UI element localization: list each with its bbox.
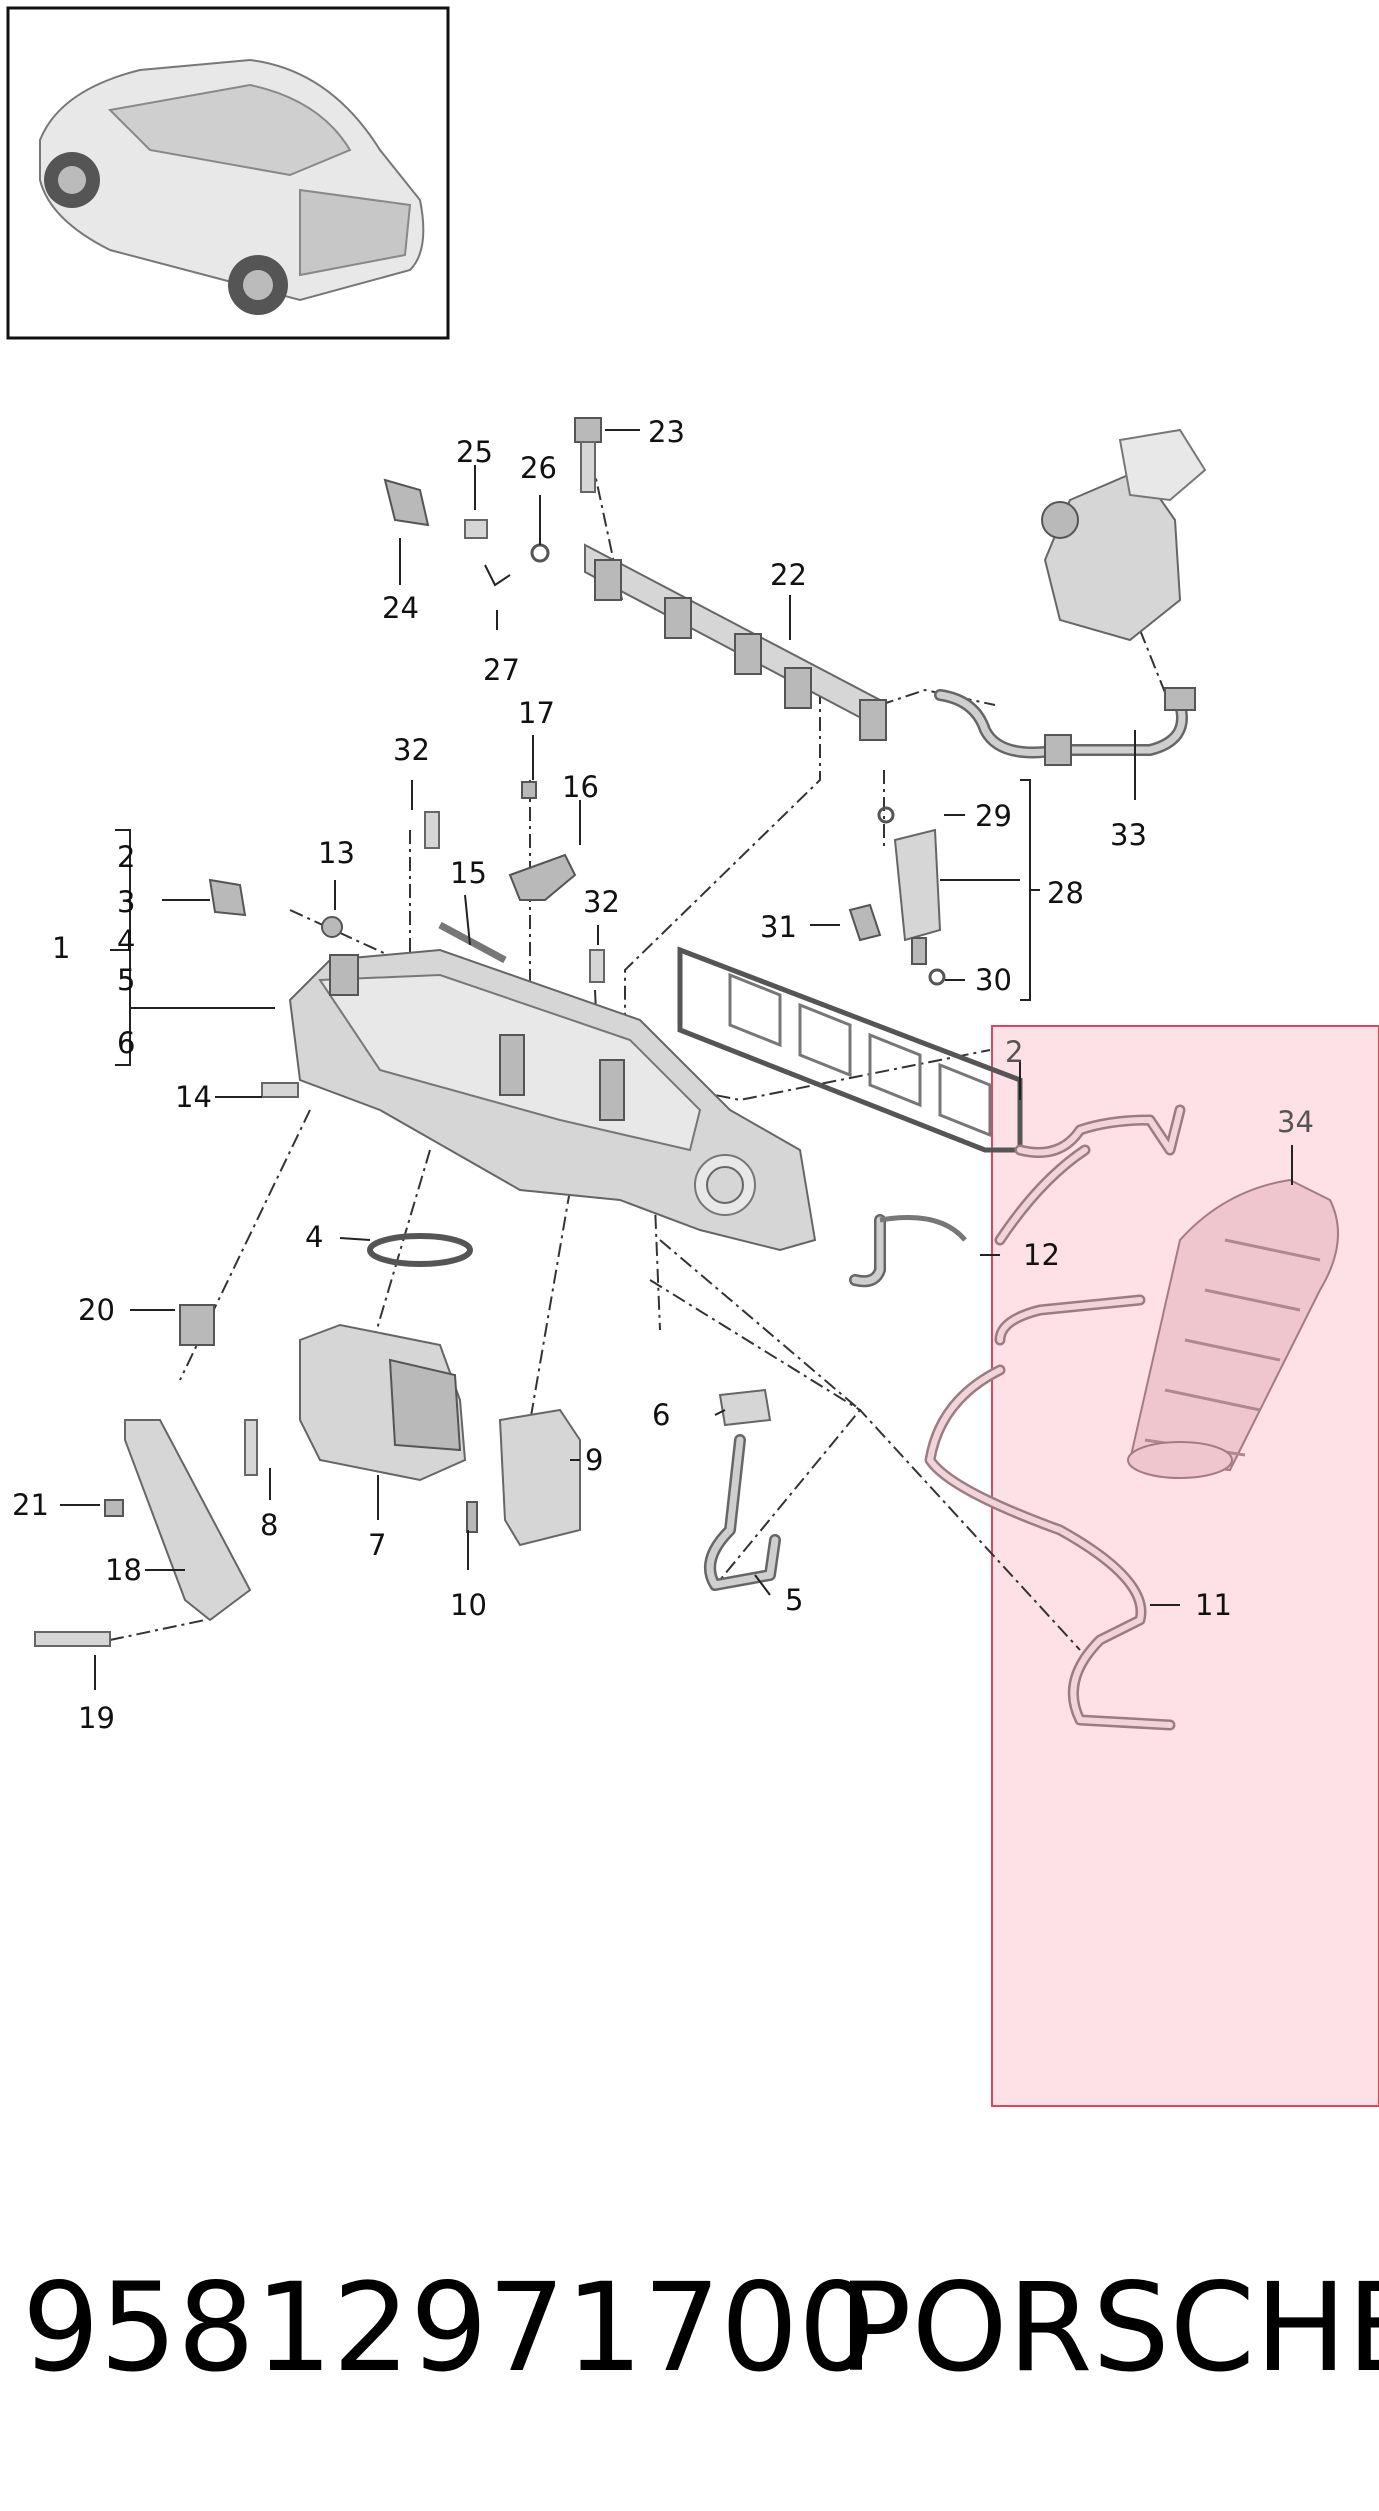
- callout-32-mid: 32: [583, 885, 620, 919]
- callout-17: 17: [518, 696, 555, 730]
- callout-1: 1: [52, 931, 70, 965]
- callout-12: 12: [1023, 1238, 1060, 1272]
- callout-22: 22: [770, 558, 807, 592]
- pressure-sensor: [383, 478, 550, 587]
- callout-11: 11: [1195, 1588, 1232, 1622]
- callout-25: 25: [456, 435, 493, 469]
- callout-31: 31: [760, 910, 797, 944]
- callout-5-hose: 5: [785, 1583, 803, 1617]
- callout-28: 28: [1047, 876, 1084, 910]
- callout-13: 13: [318, 836, 355, 870]
- throttle-seal: [367, 1233, 473, 1267]
- injector: [848, 806, 946, 986]
- intake-manifold: [288, 948, 817, 1252]
- valve-6: [704, 1388, 781, 1591]
- intake-hose-34: [1127, 1178, 1339, 1479]
- callout-7: 7: [368, 1528, 386, 1562]
- callout-9: 9: [585, 1443, 603, 1477]
- callout-14: 14: [175, 1080, 212, 1114]
- callout-24: 24: [382, 591, 419, 625]
- bolt-23: [574, 417, 602, 493]
- callout-30: 30: [975, 963, 1012, 997]
- callout-34: 34: [1277, 1105, 1314, 1139]
- highlight-region: [991, 1025, 1379, 2107]
- callout-6-valve: 6: [652, 1398, 670, 1432]
- brand-name: PORSCHE: [838, 2257, 1379, 2399]
- part-number: 95812971700: [22, 2257, 876, 2399]
- breather-hoses: [924, 1104, 1186, 1731]
- callout-20: 20: [78, 1293, 115, 1327]
- callout-23: 23: [648, 415, 685, 449]
- callout-3: 3: [117, 885, 135, 919]
- vehicle-thumbnail: [6, 6, 450, 340]
- callout-19: 19: [78, 1701, 115, 1735]
- callout-18: 18: [105, 1553, 142, 1587]
- callout-4-seal: 4: [305, 1220, 323, 1254]
- callout-32-top: 32: [393, 733, 430, 767]
- leader-lines: [60, 429, 1293, 1690]
- manifold-small-parts: [208, 781, 605, 1098]
- callout-8: 8: [260, 1508, 278, 1542]
- fuel-rail: [584, 543, 887, 741]
- callout-26: 26: [520, 451, 557, 485]
- callout-2: 2: [117, 840, 135, 874]
- car-illustration: [39, 58, 425, 315]
- high-pressure-pump: [1041, 428, 1207, 642]
- bracket-9: [466, 1408, 581, 1547]
- support-bracket: [34, 1304, 252, 1647]
- callout-2-hose: 2: [1005, 1035, 1023, 1069]
- fuel-line: [934, 687, 1196, 766]
- intake-gasket: [677, 946, 1023, 1153]
- callout-5: 5: [117, 963, 135, 997]
- callouts: 1 2 3 4 5 6 2 4 5 6 7 8 9 10 11 12 13 14…: [12, 415, 1314, 1735]
- throttle-body: [244, 1323, 467, 1482]
- callout-15: 15: [450, 856, 487, 890]
- callout-6: 6: [117, 1026, 135, 1060]
- callout-27: 27: [483, 653, 520, 687]
- callout-21: 21: [12, 1488, 49, 1522]
- callout-10: 10: [450, 1588, 487, 1622]
- callout-4: 4: [117, 924, 135, 958]
- callout-33: 33: [1110, 818, 1147, 852]
- callout-16: 16: [562, 770, 599, 804]
- callout-29: 29: [975, 799, 1012, 833]
- sensor-line-12: [849, 1214, 967, 1288]
